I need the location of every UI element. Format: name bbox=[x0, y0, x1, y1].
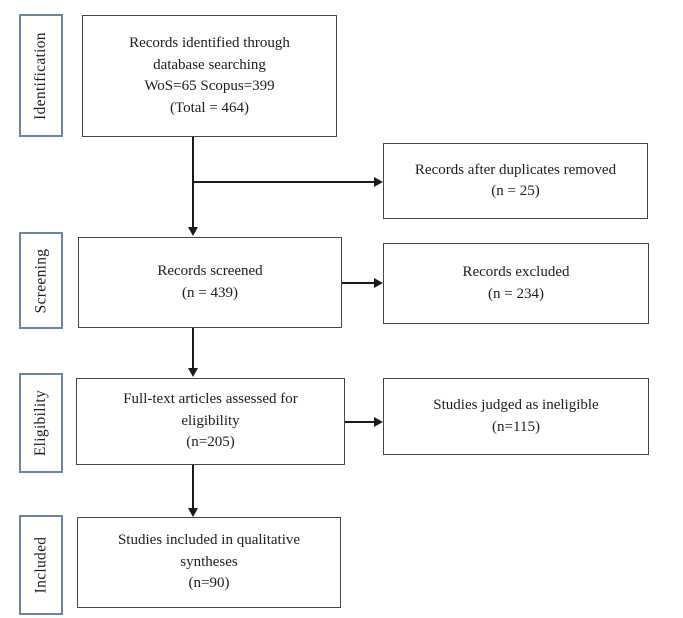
stage-label-screening-text: Screening bbox=[32, 248, 49, 313]
box-text-line: (n=115) bbox=[492, 418, 540, 435]
connector-branch-to-duplicates bbox=[192, 181, 375, 183]
stage-label-included-text: Included bbox=[32, 536, 50, 594]
box-text-line: Full-text articles assessed for bbox=[123, 391, 298, 408]
connector-fulltext-to-ineligible bbox=[345, 421, 375, 423]
box-studies-ineligible: Studies judged as ineligible (n=115) bbox=[383, 378, 649, 455]
stage-label-identification: Identification bbox=[19, 14, 63, 137]
box-text-line: eligibility bbox=[181, 412, 240, 429]
box-text-line: (n=205) bbox=[186, 434, 235, 451]
box-text-line: Records after duplicates removed bbox=[414, 161, 617, 178]
box-duplicates-removed: Records after duplicates removed (n = 25… bbox=[383, 143, 648, 219]
arrowhead-down-icon bbox=[188, 368, 198, 377]
stage-label-identification-text: Identification bbox=[32, 31, 50, 120]
box-text-line: database searching bbox=[153, 56, 266, 73]
arrowhead-right-icon bbox=[374, 177, 383, 187]
stage-label-included: Included bbox=[19, 515, 63, 615]
box-records-excluded: Records excluded (n = 234) bbox=[383, 243, 649, 324]
box-text-line: (n=90) bbox=[188, 575, 230, 592]
stage-label-eligibility-text: Eligibility bbox=[32, 389, 50, 457]
connector-screened-to-fulltext bbox=[192, 328, 194, 369]
box-text-line: (Total = 464) bbox=[169, 99, 250, 116]
box-studies-included: Studies included in qualitative synthese… bbox=[77, 517, 341, 608]
box-text-line: (n = 234) bbox=[488, 285, 544, 302]
arrowhead-right-icon bbox=[374, 278, 383, 288]
connector-screened-to-excluded bbox=[342, 282, 375, 284]
stage-label-eligibility: Eligibility bbox=[19, 373, 63, 473]
box-fulltext-assessed: Full-text articles assessed for eligibil… bbox=[76, 378, 345, 465]
box-text-line: (n = 25) bbox=[491, 183, 540, 199]
box-text-line: Studies judged as ineligible bbox=[433, 397, 599, 413]
box-text-line: (n = 439) bbox=[182, 284, 238, 301]
box-text-line: syntheses bbox=[180, 553, 238, 570]
connector-fulltext-to-included bbox=[192, 465, 194, 509]
stage-label-screening: Screening bbox=[19, 232, 63, 329]
box-text-line: Records identified through bbox=[129, 35, 290, 51]
arrowhead-down-icon bbox=[188, 227, 198, 236]
box-text-line: Records excluded bbox=[462, 264, 570, 280]
box-text-line: Studies included in qualitative bbox=[117, 532, 301, 549]
box-records-screened: Records screened (n = 439) bbox=[78, 237, 342, 328]
arrowhead-down-icon bbox=[188, 508, 198, 517]
box-records-identified: Records identified through database sear… bbox=[82, 15, 337, 137]
connector-identified-to-screened bbox=[192, 137, 194, 228]
arrowhead-right-icon bbox=[374, 417, 383, 427]
box-text-line: Records screened bbox=[157, 263, 263, 279]
box-text-line: WoS=65 Scopus=399 bbox=[144, 78, 275, 94]
